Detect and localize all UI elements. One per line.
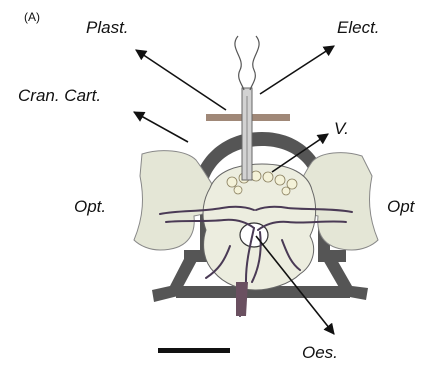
brain-mass [203,164,316,290]
label-plastic: Plast. [86,19,129,36]
panel-label: (A) [24,11,40,23]
oesophageal-tract [236,282,248,316]
arrow-cranial-cartilage [134,112,188,142]
arrow-electrode [260,46,334,94]
label-oesophagus: Oes. [302,344,338,361]
label-optic-left: Opt. [74,198,106,215]
electrode [235,36,259,180]
label-cranial-cartilage: Cran. Cart. [18,87,101,104]
arrow-plastic [136,50,226,110]
scale-bar [158,348,230,353]
label-optic-right: Opt [387,198,414,215]
label-electrode: Elect. [337,19,380,36]
label-vein: V. [334,120,349,137]
